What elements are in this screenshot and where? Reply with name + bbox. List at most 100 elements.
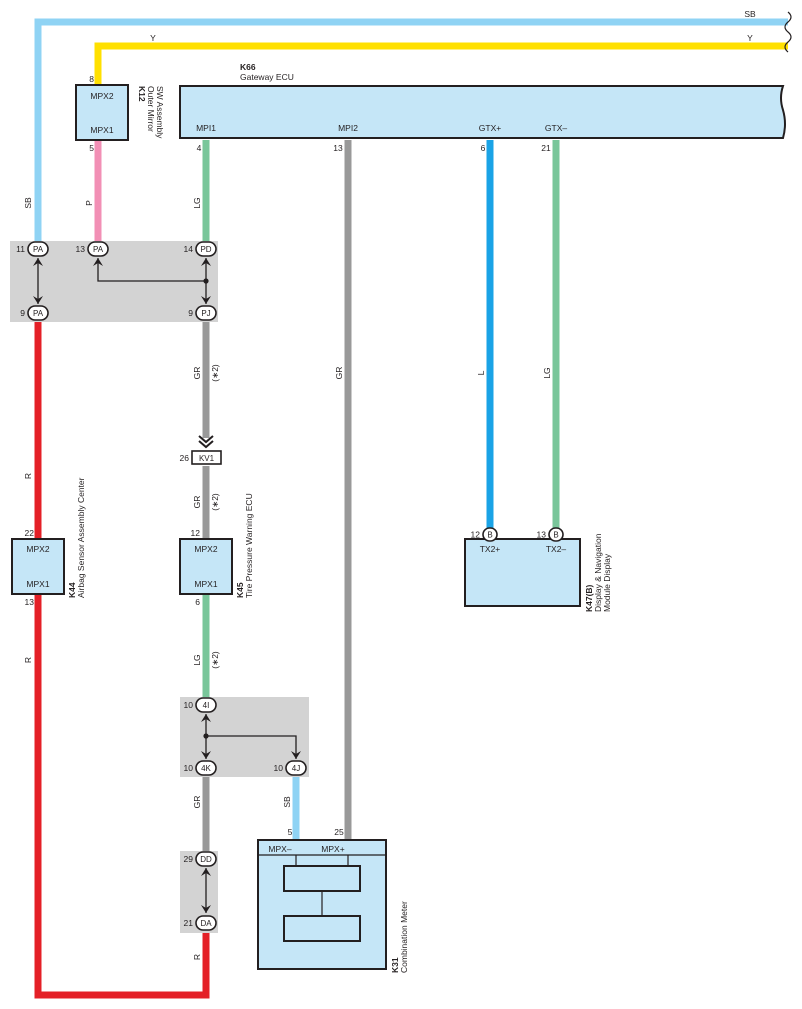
connector-code: B [487, 531, 492, 540]
connector-code: DD [200, 855, 212, 864]
wire-label: P [84, 200, 94, 206]
wire-label: LG [542, 367, 552, 378]
connector-code: PA [33, 309, 44, 318]
wire-label: GR [334, 367, 344, 380]
k45-pin-label: MPX1 [194, 579, 217, 589]
pin-number: 14 [184, 244, 194, 254]
junction-dot [203, 278, 209, 284]
pin-number: 5 [288, 827, 293, 837]
wire-label: SB [23, 197, 33, 209]
k44-pin-label: MPX2 [26, 544, 49, 554]
connector-code: 4K [201, 764, 211, 773]
wire-r-k44-da [34, 594, 210, 999]
gateway-pin-label: GTX+ [479, 123, 501, 133]
k45-code: K45 [235, 582, 245, 598]
wire-note: (∗2) [210, 651, 220, 669]
connector-pill [27, 241, 49, 257]
connector-code: PD [200, 245, 211, 254]
junction-3-pills: DD 29 DA 21 [184, 851, 217, 931]
gateway-ecu-code: K66 [240, 62, 256, 72]
connector-code: 4I [203, 701, 210, 710]
wire-sb-top [34, 18, 788, 241]
pin-number: 22 [25, 528, 35, 538]
pin-number: 13 [537, 530, 547, 540]
gateway-pin-label: MPI1 [196, 123, 216, 133]
k47-pin-label: TX2+ [480, 544, 501, 554]
arrow-up [93, 258, 103, 266]
k44-code: K44 [67, 582, 77, 598]
connector-code: B [553, 531, 558, 540]
wire-note: (∗2) [210, 364, 220, 382]
pin-number: 13 [333, 143, 343, 153]
connector-pill [195, 305, 217, 321]
junction-2-pills: 4I 10 4K 10 4J 10 [184, 697, 307, 776]
gateway-pin-label: GTX– [545, 123, 567, 133]
connector-code: PA [93, 245, 104, 254]
wire-label: Y [747, 33, 753, 43]
pin-number: 26 [180, 453, 190, 463]
pin-number: 21 [184, 918, 194, 928]
k47-display-navigation: B 12 TX2+ B 13 TX2– K47(B) Display & Nav… [464, 527, 612, 612]
pin-number: 25 [334, 827, 344, 837]
gateway-pin-label: MPI2 [338, 123, 358, 133]
k12-pin-label: MPX1 [90, 125, 113, 135]
k45-box [179, 538, 233, 595]
wire-label: LG [192, 197, 202, 208]
arrow-down [291, 751, 301, 759]
k44-name: Airbag Sensor Assembly Center [76, 477, 86, 598]
connector-code: 4J [292, 764, 300, 773]
connector-pill [195, 851, 217, 867]
connector-pill [285, 760, 307, 776]
k31-combination-meter: MPX– MPX+ 5 25 K31 Combination Meter [257, 827, 409, 973]
k31-inner-block [283, 915, 361, 942]
gateway-ecu-name: Gateway ECU [240, 72, 294, 82]
wire-label: Y [150, 33, 156, 43]
pin-number: 6 [481, 143, 486, 153]
wire-label: GR [192, 367, 202, 380]
pin-number: 10 [274, 763, 284, 773]
wire-label: SB [282, 796, 292, 808]
k45-pin-label: MPX2 [194, 544, 217, 554]
k31-pin-label: MPX+ [321, 844, 344, 854]
k12-code: K12 [137, 86, 147, 102]
wire-label: GR [192, 496, 202, 509]
junction-1-pills: PA 11 PA 13 PD 14 PA 9 PJ 9 [16, 241, 217, 321]
arrow-up [201, 258, 211, 266]
connector-pill [195, 241, 217, 257]
pin-number: 12 [471, 530, 481, 540]
pin-number: 5 [89, 143, 94, 153]
wire-label: LG [192, 654, 202, 665]
k12-name: SW Assembly [155, 86, 165, 139]
k44-box [11, 538, 65, 595]
k47-name: Display & Navigation [593, 533, 603, 612]
k31-code: K31 [390, 957, 400, 973]
wire-label: R [23, 657, 33, 663]
k31-pin-label: MPX– [268, 844, 291, 854]
k44-pin-label: MPX1 [26, 579, 49, 589]
gateway-ecu: K66 Gateway ECU MPI1 4 MPI2 13 GTX+ 6 GT… [179, 62, 786, 153]
connector-pill [27, 305, 49, 321]
wire-label: GR [192, 796, 202, 809]
pin-number: 12 [191, 528, 201, 538]
wire-y-top [94, 42, 788, 85]
wire-label: R [23, 473, 33, 479]
pin-number: 8 [89, 74, 94, 84]
wire-label: SB [744, 9, 756, 19]
pin-number: 10 [184, 763, 194, 773]
wire-label: L [476, 370, 486, 375]
wire-label: R [192, 954, 202, 960]
pin-number: 29 [184, 854, 194, 864]
k31-name: Combination Meter [399, 901, 409, 973]
k12-box [75, 84, 129, 141]
connector-pill [548, 527, 564, 542]
arrow-down [33, 296, 43, 304]
gateway-ecu-box [179, 85, 786, 139]
pin-number: 9 [188, 308, 193, 318]
k47-box [464, 538, 581, 607]
connector-pill [195, 760, 217, 776]
arrow-up [201, 714, 211, 722]
pin-number: 13 [25, 597, 35, 607]
connector-pill [482, 527, 498, 542]
k45-name: Tire Pressure Warning ECU [244, 493, 254, 598]
